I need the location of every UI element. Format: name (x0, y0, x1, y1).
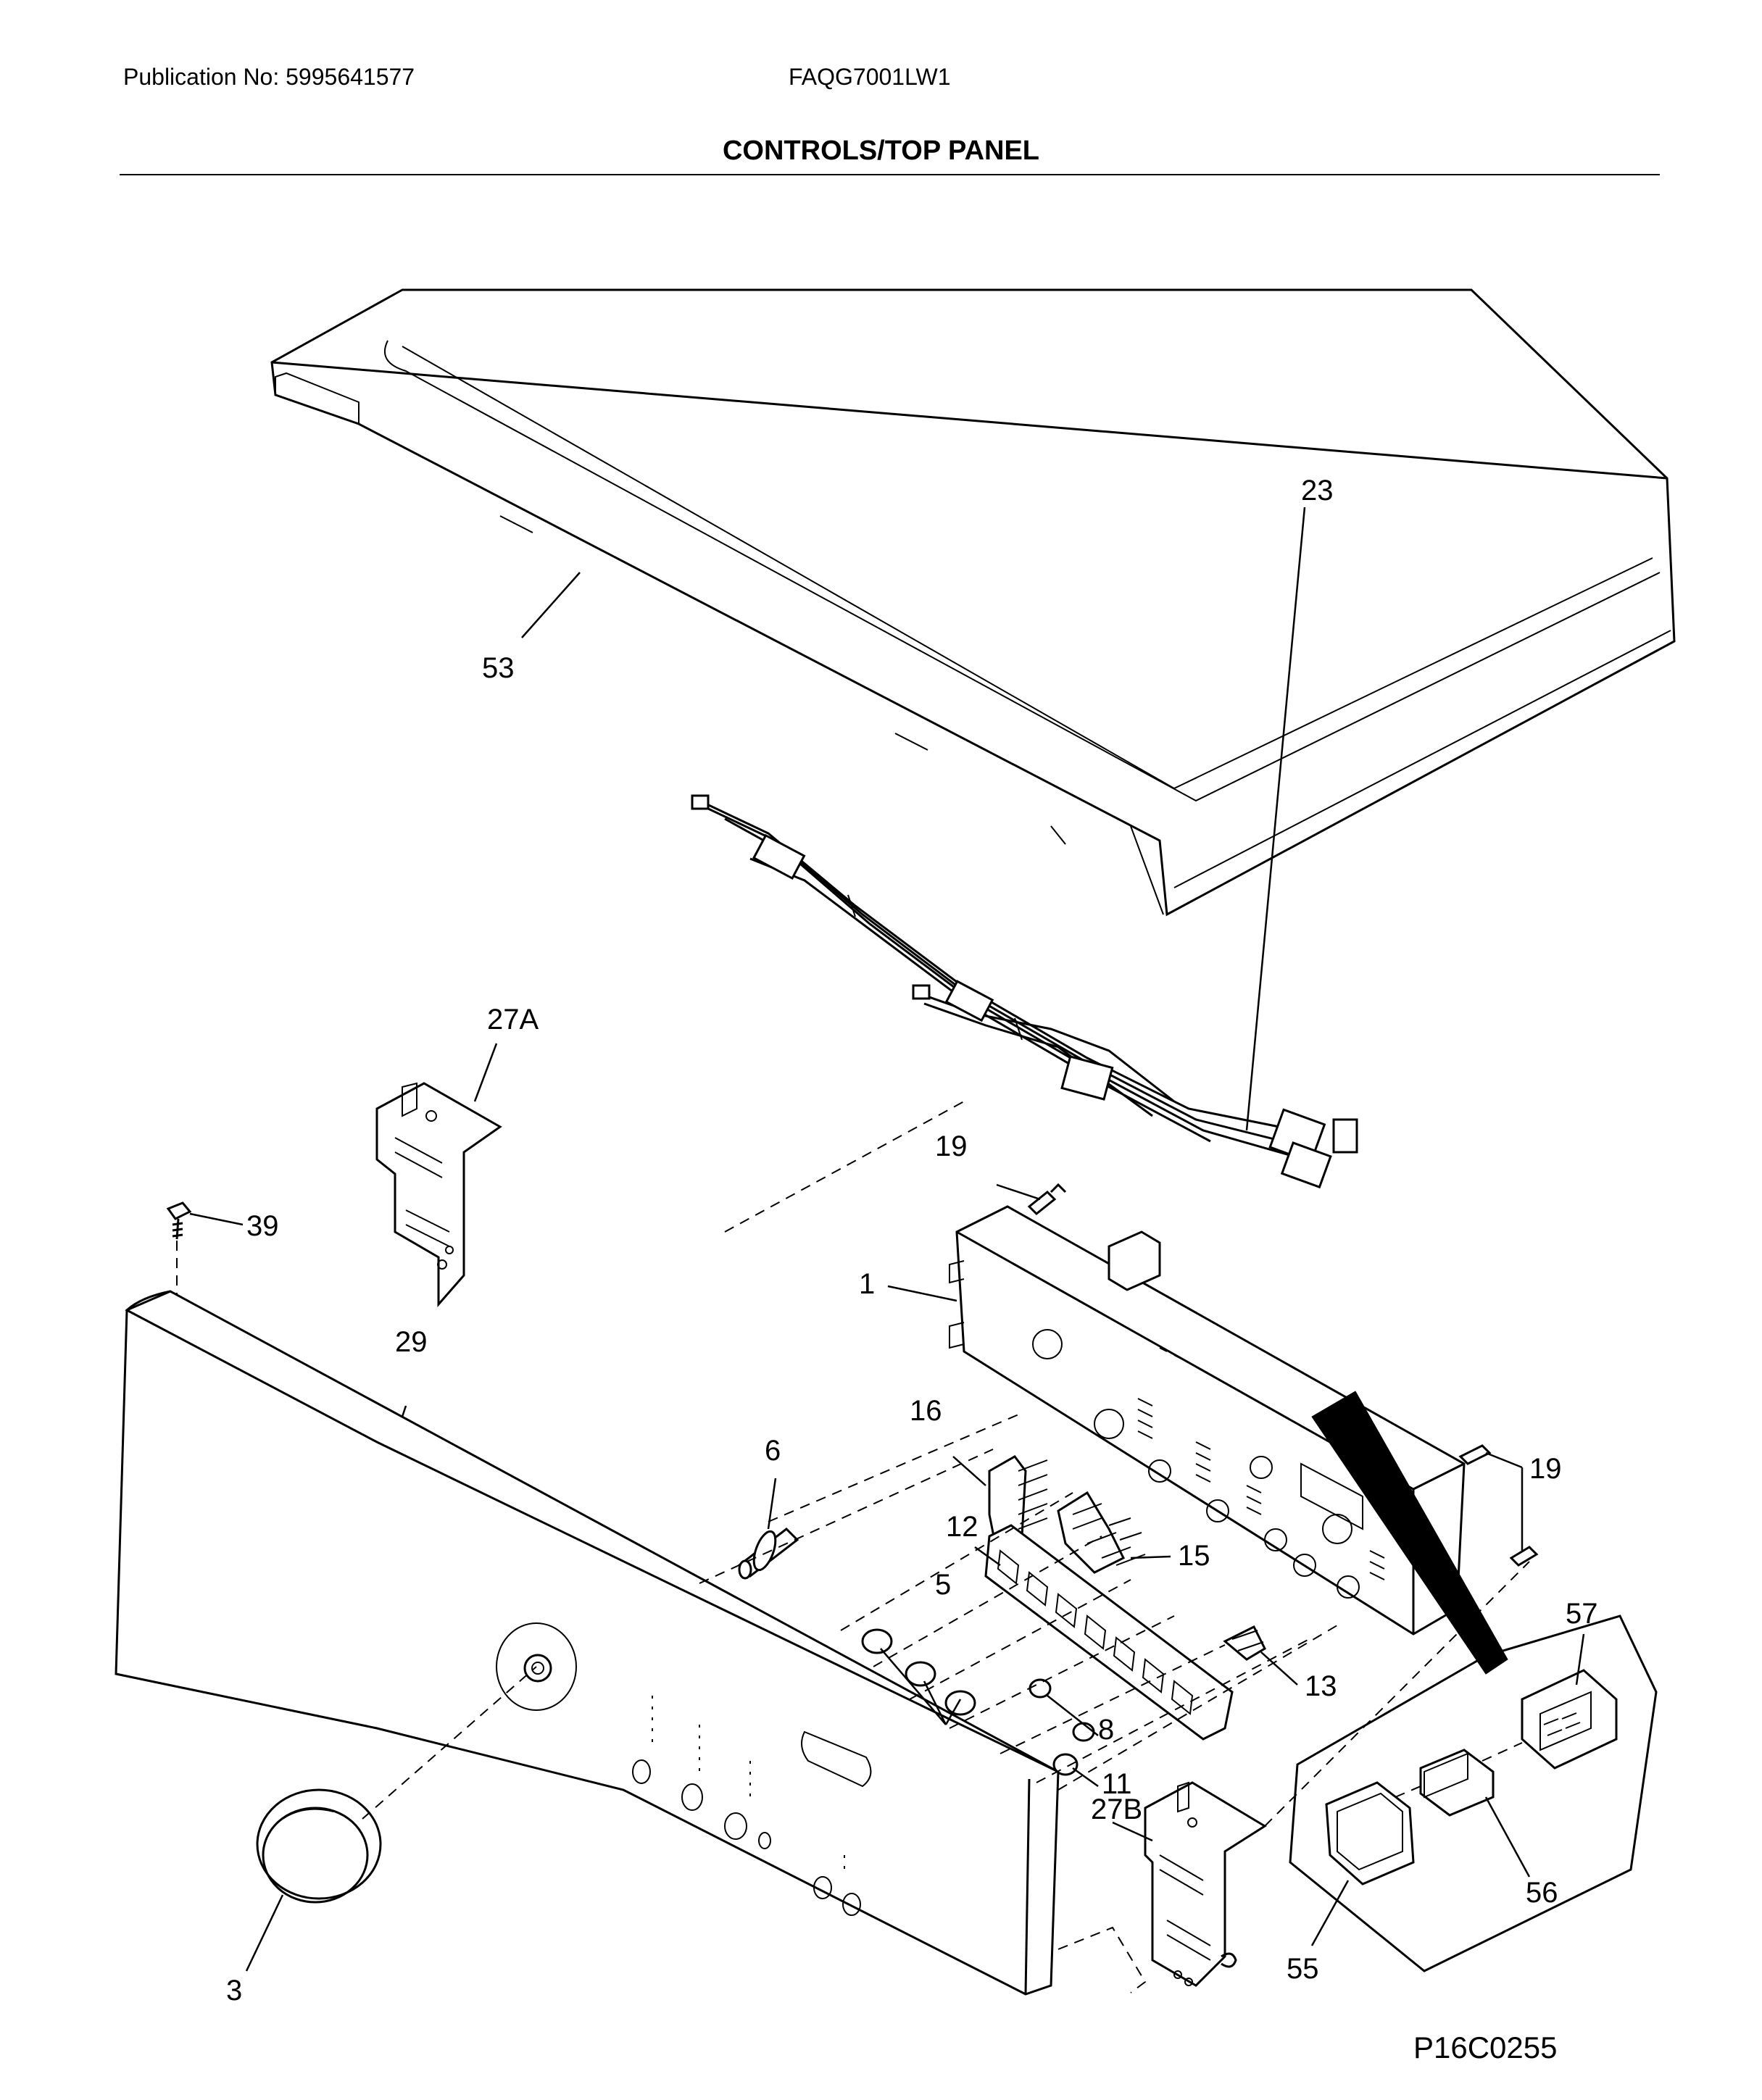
callout-13: 13 (1305, 1670, 1337, 1702)
callout-29: 29 (395, 1326, 428, 1358)
callout-5: 5 (935, 1569, 951, 1601)
callout-15: 15 (1178, 1540, 1210, 1572)
callout-57: 57 (1566, 1598, 1598, 1630)
alignment-lines (699, 1101, 1530, 1993)
selector-knob (256, 1666, 537, 1904)
callout-16: 16 (910, 1395, 942, 1427)
diagram-code: P16C0255 (1413, 2030, 1558, 2064)
callout-11: 11 (1102, 1768, 1132, 1800)
callout-labels: 53 23 27A 19 39 1 29 16 6 19 12 15 5 57 … (226, 475, 1598, 2007)
callout-1: 1 (859, 1268, 875, 1300)
button-11 (1052, 1753, 1079, 1776)
detail-inset (1289, 1391, 1658, 1972)
publication-number: Publication No: 5995641577 (123, 64, 415, 90)
callout-53: 53 (482, 652, 515, 684)
callout-6: 6 (765, 1435, 781, 1467)
button-8 (1028, 1678, 1095, 1742)
callout-3: 3 (226, 1975, 242, 2007)
screw-19-right-upper (1458, 1444, 1492, 1465)
top-panel (270, 288, 1676, 917)
model-number: FAQG7001LW1 (789, 64, 951, 90)
light-pipe-15 (1057, 1491, 1146, 1574)
bracket-27a (375, 1082, 502, 1307)
callout-19-top: 19 (935, 1130, 968, 1162)
callout-23: 23 (1301, 475, 1334, 507)
leader-lines (189, 507, 1585, 1972)
control-console (115, 1290, 1060, 1996)
callout-12: 12 (946, 1511, 978, 1543)
callout-19-right: 19 (1529, 1453, 1562, 1485)
buttons-5 (861, 1628, 976, 1716)
callout-56: 56 (1526, 1877, 1558, 1909)
screw-39 (166, 1201, 192, 1297)
wire-harness (691, 794, 1358, 1189)
bracket-27b (1144, 1781, 1267, 1987)
header-divider (120, 174, 1660, 175)
callout-8: 8 (1098, 1714, 1114, 1746)
page-title: CONTROLS/TOP PANEL (722, 136, 1040, 166)
shaft-6 (737, 1528, 799, 1580)
screw-19-right-lower (1509, 1546, 1539, 1567)
callout-55: 55 (1287, 1953, 1319, 1985)
callout-27a: 27A (487, 1004, 539, 1036)
callout-27b: 27B (1091, 1793, 1142, 1825)
control-board (949, 1205, 1466, 1636)
button-frame-12 (984, 1524, 1234, 1741)
callout-39: 39 (246, 1210, 279, 1242)
light-pipe-13 (1223, 1625, 1266, 1661)
screw-19-top (1027, 1183, 1067, 1216)
